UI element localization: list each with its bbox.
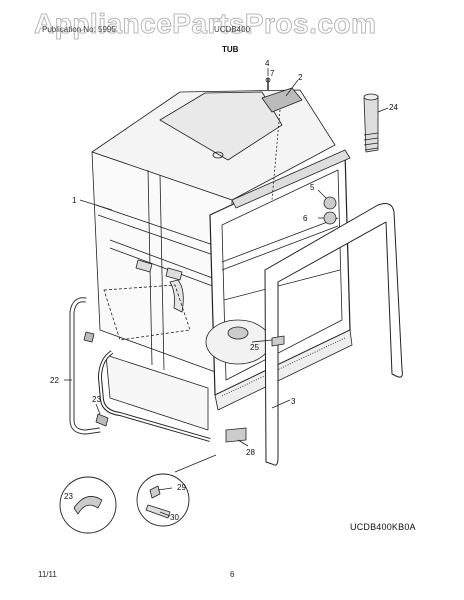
side-bracket-2 bbox=[165, 267, 183, 281]
part-3-door-gasket bbox=[264, 203, 403, 466]
side-bracket bbox=[135, 259, 153, 273]
base-frame bbox=[105, 354, 209, 431]
part-28-leveling-leg bbox=[225, 427, 247, 443]
leader-30 bbox=[159, 511, 171, 517]
leader-28 bbox=[237, 439, 249, 447]
part-6-grommet bbox=[323, 211, 337, 225]
part-7-washer bbox=[265, 77, 271, 83]
side-rail-lower bbox=[109, 239, 219, 281]
sump-filter bbox=[227, 326, 249, 340]
detail-circle-23 bbox=[59, 476, 117, 534]
side-rail-upper bbox=[95, 204, 229, 251]
callout-23-detail: 23 bbox=[64, 492, 73, 501]
part-23-upper-clamp bbox=[83, 331, 95, 343]
callout-25: 25 bbox=[250, 343, 259, 352]
callout-2: 2 bbox=[298, 73, 303, 82]
leader-24 bbox=[377, 107, 389, 113]
part-22-drain-hose-inner bbox=[70, 298, 101, 434]
callout-3: 3 bbox=[291, 397, 296, 406]
callout-30: 30 bbox=[170, 513, 179, 522]
side-rail-upper-2 bbox=[97, 214, 229, 261]
leader-to-detail bbox=[174, 454, 217, 473]
callout-7: 7 bbox=[270, 69, 275, 78]
leader-23 bbox=[95, 403, 101, 415]
top-spray-hole bbox=[212, 151, 224, 159]
footer-date: 11/11 bbox=[38, 570, 57, 579]
pump-area-dashed bbox=[103, 284, 191, 341]
detail-23-clamp bbox=[73, 496, 103, 515]
guide-line-part-2 bbox=[271, 109, 281, 201]
detail-30-bracket bbox=[145, 504, 171, 519]
rack-rail-lower bbox=[223, 269, 341, 301]
callout-22: 22 bbox=[50, 376, 59, 385]
part-2-bracket bbox=[261, 87, 303, 113]
top-mounting-strip bbox=[231, 149, 351, 209]
part-24-coil-lines bbox=[363, 132, 379, 151]
side-rail-lower-2 bbox=[109, 247, 219, 289]
callout-6: 6 bbox=[303, 214, 308, 223]
part-25-clip bbox=[271, 335, 285, 347]
leader-29 bbox=[157, 487, 173, 491]
callout-23: 23 bbox=[92, 395, 101, 404]
leader-25 bbox=[251, 339, 273, 343]
rack-rail-upper-2 bbox=[221, 225, 339, 271]
tub-floor-edge bbox=[214, 329, 353, 411]
section-title: TUB bbox=[222, 45, 239, 54]
part-22-drain-hose bbox=[69, 297, 101, 435]
footer-page-number: 6 bbox=[230, 570, 235, 579]
part-23-hose-clamp bbox=[95, 413, 109, 427]
leader-1 bbox=[79, 199, 113, 211]
side-reinforcement-rib bbox=[159, 174, 165, 371]
part-5-grommet bbox=[323, 196, 337, 210]
callout-5: 5 bbox=[310, 183, 315, 192]
part-24-top-cap bbox=[363, 93, 379, 101]
detail-29-screw bbox=[149, 485, 161, 499]
base-frame-tube-inner bbox=[99, 351, 211, 441]
side-hose-clip bbox=[169, 279, 184, 313]
publication-header: Publication No: 5995 bbox=[42, 25, 116, 34]
callout-28: 28 bbox=[246, 448, 255, 457]
leader-3 bbox=[271, 399, 291, 409]
floor-grille bbox=[221, 337, 346, 397]
watermark-logo: AppliancePartsPros.com bbox=[33, 8, 377, 40]
callout-4: 4 bbox=[265, 59, 270, 68]
callout-24: 24 bbox=[389, 103, 398, 112]
detail-circle-29-30 bbox=[136, 473, 190, 527]
diagram-code: UCDB400KB0A bbox=[350, 522, 416, 532]
rack-rail-upper bbox=[221, 217, 339, 263]
model-header: UCDB400 bbox=[214, 25, 251, 34]
callout-1: 1 bbox=[72, 196, 77, 205]
leader-5 bbox=[317, 189, 327, 199]
callout-29: 29 bbox=[177, 483, 186, 492]
leader-2 bbox=[285, 79, 299, 97]
